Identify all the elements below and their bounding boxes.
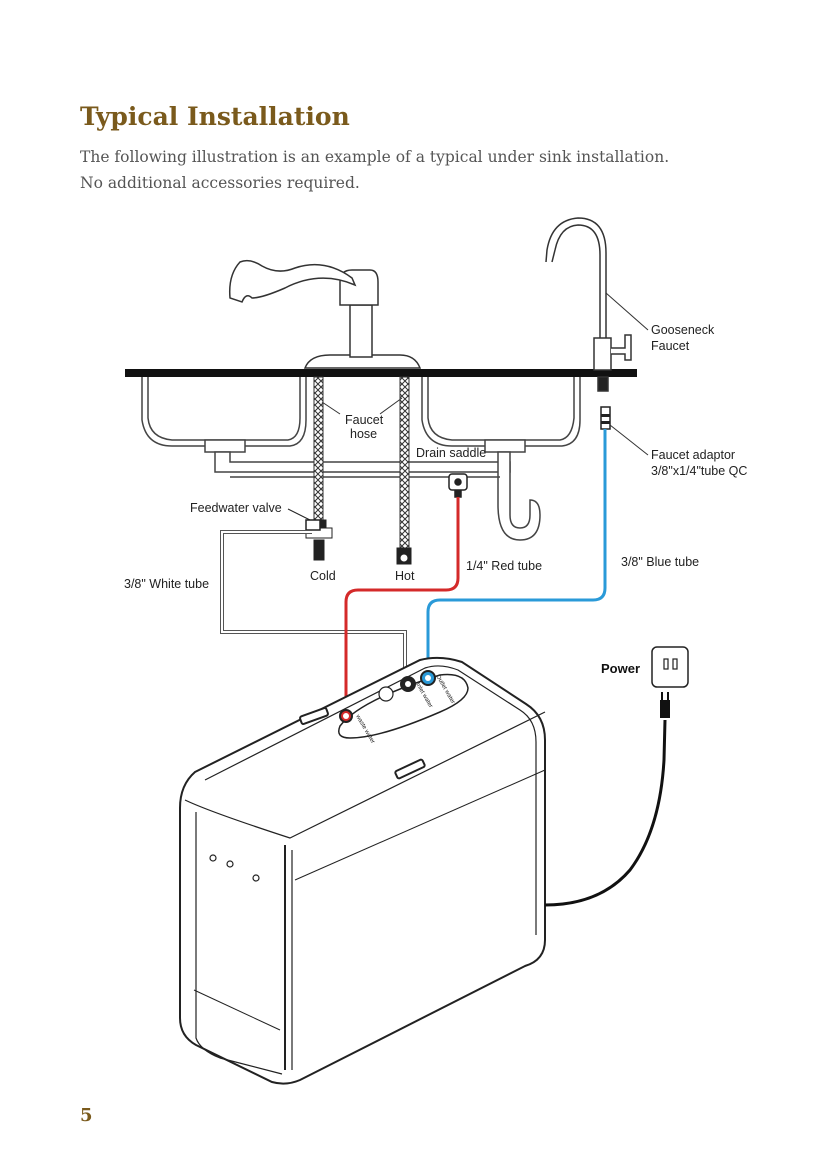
label-white-tube: 3/8" White tube	[124, 577, 209, 591]
label-faucet-hose-line1: Faucet	[345, 413, 384, 427]
water-valves	[305, 519, 412, 565]
label-cold: Cold	[310, 569, 336, 583]
page-title: Typical Installation	[80, 102, 350, 131]
faucet-adaptor	[600, 406, 649, 456]
label-gooseneck-line2: Faucet	[651, 339, 690, 353]
feedwater-valve	[287, 508, 321, 531]
label-blue-tube: 3/8" Blue tube	[621, 555, 699, 569]
kitchen-faucet	[228, 259, 422, 369]
label-gooseneck-line1: Gooseneck	[651, 323, 715, 337]
blue-tube	[426, 429, 607, 680]
counter-top	[125, 369, 637, 377]
drain-pipes	[204, 439, 541, 541]
intro-line-2: No additional accessories required.	[80, 174, 360, 192]
label-faucet-hose-line2: hose	[350, 427, 377, 441]
ro-unit	[179, 656, 546, 1085]
label-faucet-adaptor-line2: 3/8"x1/4"tube QC	[651, 464, 747, 478]
gooseneck-faucet	[545, 217, 649, 392]
label-faucet-adaptor-line1: Faucet adaptor	[651, 448, 735, 462]
label-red-tube: 1/4" Red tube	[466, 559, 542, 573]
power-cord	[544, 692, 670, 907]
label-feedwater-valve: Feedwater valve	[190, 501, 282, 515]
label-drain-saddle: Drain saddle	[416, 446, 486, 460]
intro-text: The following illustration is an example…	[80, 144, 669, 196]
intro-line-1: The following illustration is an example…	[80, 148, 670, 166]
red-tube	[344, 497, 460, 712]
page-number: 5	[80, 1105, 93, 1126]
drain-saddle	[448, 473, 468, 498]
white-tube-core	[221, 531, 406, 680]
label-hot: Hot	[395, 569, 415, 583]
label-power: Power	[601, 661, 640, 676]
power-outlet-icon	[651, 646, 689, 688]
